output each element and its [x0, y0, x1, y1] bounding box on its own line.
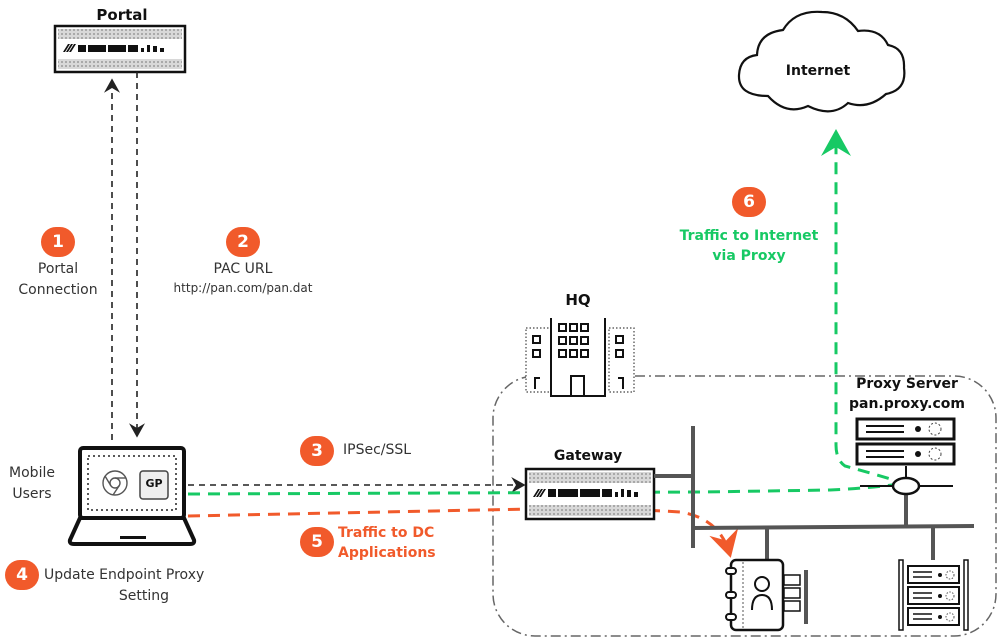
step-1-label-line2: Connection	[18, 282, 98, 298]
proxy-host-label: pan.proxy.com	[849, 396, 965, 412]
gp-app-label: GP	[145, 477, 163, 490]
step-badge-3: 3	[300, 436, 334, 466]
browser-icon	[102, 470, 128, 496]
directory-server-icon[interactable]	[725, 558, 808, 632]
step-5-label-line2: Applications	[338, 545, 436, 561]
step-2-label-line1: PAC URL	[213, 261, 273, 277]
portal-label: Portal	[96, 6, 148, 24]
mobile-users-label-line2: Users	[12, 486, 52, 502]
step-4-label-line2: Setting	[118, 588, 170, 604]
mobile-users-label-line1: Mobile	[9, 465, 55, 481]
proxy-server-label: Proxy Server	[856, 376, 958, 392]
step-4-label-line1: Update Endpoint Proxy	[44, 567, 205, 583]
step-6-label-line1: Traffic to Internet	[679, 228, 819, 244]
laptop-icon[interactable]	[67, 446, 197, 546]
step-6-label-line2: via Proxy	[712, 248, 786, 264]
gateway-label: Gateway	[553, 448, 623, 464]
hq-label: HQ	[565, 291, 591, 309]
gateway-appliance-icon[interactable]	[524, 467, 656, 521]
internet-cloud-icon[interactable]	[737, 10, 906, 113]
step-badge-5: 5	[300, 527, 334, 557]
step-badge-2: 2	[226, 227, 260, 257]
step-badge-1: 1	[41, 227, 75, 257]
step-5-label-line1: Traffic to DC	[338, 525, 435, 541]
step-3-label: IPSec/SSL	[343, 442, 412, 458]
step-badge-4: 4	[5, 560, 39, 590]
hq-boundary	[492, 375, 997, 637]
network-backbone	[654, 426, 975, 560]
proxy-switch-icon	[860, 466, 953, 496]
step-badge-6: 6	[732, 187, 766, 217]
hq-building-icon	[525, 318, 635, 397]
proxy-to-internet-arrow	[821, 129, 909, 486]
portal-appliance-icon[interactable]	[53, 24, 187, 74]
proxy-server-icon[interactable]	[855, 417, 956, 466]
internet-label: Internet	[785, 63, 851, 79]
globalprotect-app-icon[interactable]	[139, 470, 169, 500]
step-1-label-line1: Portal	[37, 261, 79, 277]
step-2-label-line2: http://pan.com/pan.dat	[173, 281, 313, 295]
application-server-rack-icon[interactable]	[898, 559, 969, 631]
